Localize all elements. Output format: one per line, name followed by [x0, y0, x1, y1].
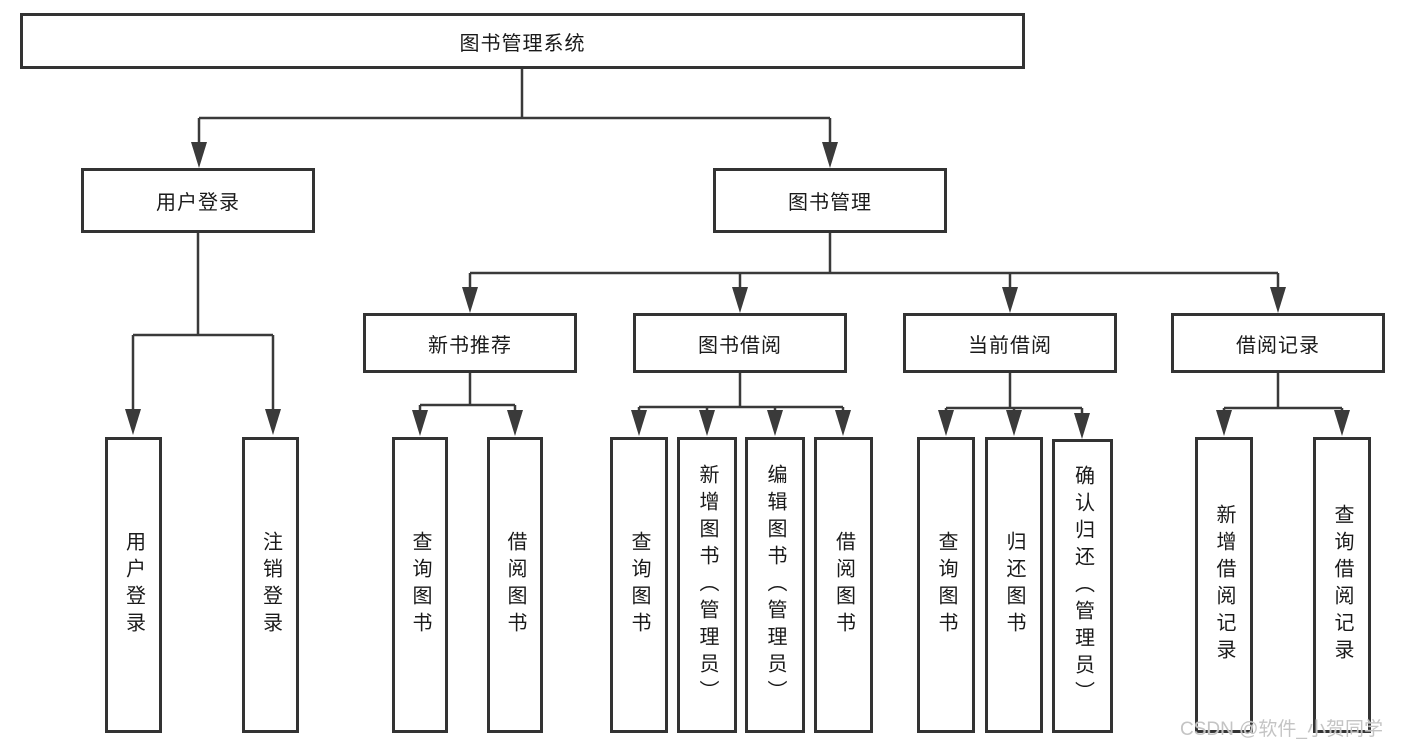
leaf-edit-book-admin: 编辑图书（管理员）: [745, 437, 805, 733]
node-borrow-record: 借阅记录: [1171, 313, 1385, 373]
leaf-return-book: 归还图书: [985, 437, 1043, 733]
csdn-watermark: CSDN @软件_小贺同学: [1180, 719, 1383, 740]
leaf-query-book-2: 查询图书: [610, 437, 668, 733]
node-root: 图书管理系统: [20, 13, 1025, 69]
node-book-management: 图书管理: [713, 168, 947, 233]
leaf-query-borrow-record: 查询借阅记录: [1313, 437, 1371, 733]
leaf-add-borrow-record: 新增借阅记录: [1195, 437, 1253, 733]
node-new-book-recommend: 新书推荐: [363, 313, 577, 373]
arrowhead-icons: [125, 142, 1350, 439]
node-current-borrow: 当前借阅: [903, 313, 1117, 373]
leaf-confirm-return-admin: 确认归还（管理员）: [1052, 439, 1113, 733]
leaf-borrow-book-2: 借阅图书: [814, 437, 873, 733]
leaf-borrow-book-1: 借阅图书: [487, 437, 543, 733]
node-book-borrow: 图书借阅: [633, 313, 847, 373]
leaf-query-book-3: 查询图书: [917, 437, 975, 733]
leaf-user-login: 用户登录: [105, 437, 162, 733]
leaf-add-book-admin: 新增图书（管理员）: [677, 437, 737, 733]
node-user-login: 用户登录: [81, 168, 315, 233]
leaf-logout: 注销登录: [242, 437, 299, 733]
leaf-query-book-1: 查询图书: [392, 437, 448, 733]
connector-paths: [131, 69, 1344, 417]
